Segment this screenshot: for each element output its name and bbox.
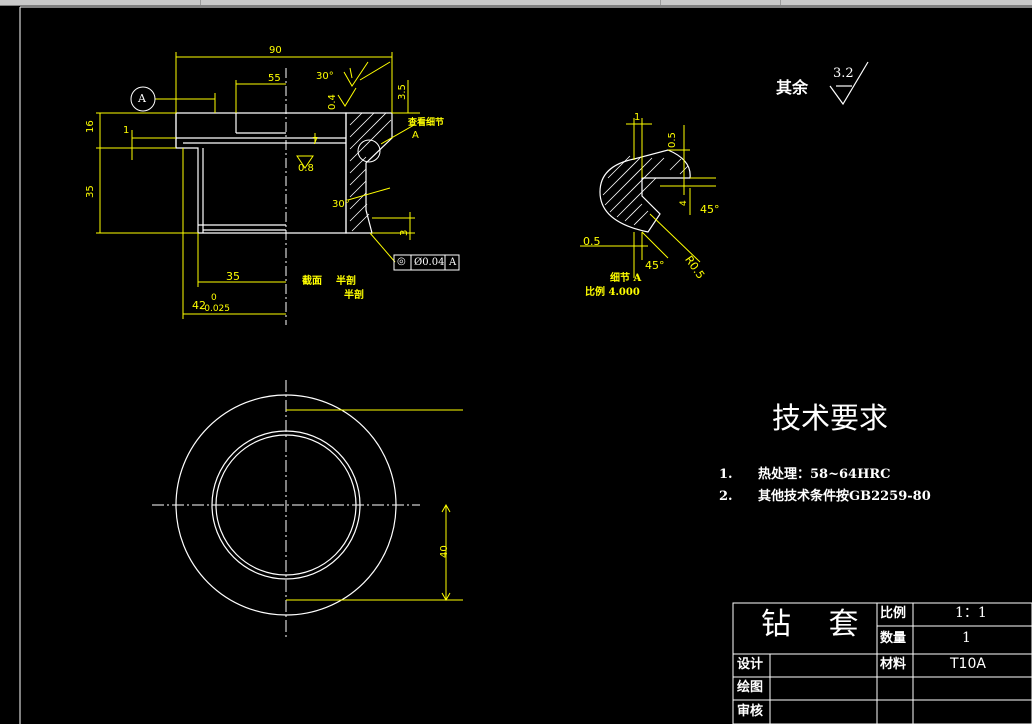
title-bar-segment — [0, 0, 201, 5]
title-drawing-label: 绘图 — [737, 680, 764, 695]
dim-bottom-gap: 3 — [399, 229, 410, 236]
note-half-section-2: 半剖 — [344, 290, 364, 301]
detail-label: 细节 A — [610, 273, 642, 284]
dim-inner-length: 35 — [226, 270, 240, 283]
title-qty-label: 数量 — [880, 631, 907, 646]
roughness-mid-value: 0.8 — [298, 163, 314, 174]
detail-scale-label: 比例 4.000 — [585, 287, 640, 298]
note-half-section: 半剖 — [336, 276, 356, 287]
tech-req-item-2-num: 2. — [719, 489, 733, 504]
detail-dim-width-1: 1 — [634, 112, 641, 123]
dim-outer-tol-upper: 0 — [211, 293, 217, 303]
datum-label: A — [138, 92, 146, 105]
tolerance-value: Ø0.04 — [414, 257, 445, 268]
title-material-label: 材料 — [880, 657, 907, 672]
dim-step: 1 — [123, 125, 130, 136]
dim-chamfer-angle-bottom: 30° — [332, 199, 350, 210]
note-section: 截面 — [302, 276, 322, 287]
dim-outer-tol-lower: -0.025 — [201, 304, 231, 314]
dim-right-height: 3.5 — [397, 84, 408, 100]
dim-bore-step: 7 — [312, 136, 319, 147]
dim-head-length: 55 — [268, 73, 281, 84]
title-scale-label: 比例 — [880, 606, 907, 621]
title-bar-segment — [200, 0, 661, 5]
detail-dim-05-top: 0.5 — [667, 132, 678, 148]
title-qty-value: 1 — [962, 630, 971, 646]
dim-chamfer-angle-top: 30° — [316, 71, 334, 82]
title-scale-value: 1：1 — [955, 605, 987, 621]
plan-dim-inner-dia: 40 — [439, 545, 450, 558]
tech-req-item-1-text: 热处理：58~64HRC — [758, 467, 891, 482]
detail-dim-05-left: 0.5 — [583, 235, 601, 248]
dim-overall-length: 90 — [269, 45, 282, 56]
detail-a-view — [580, 118, 716, 278]
title-material-value: T10A — [950, 656, 986, 672]
default-roughness-symbol — [829, 61, 869, 106]
drawing-frame — [19, 6, 1032, 724]
plan-view — [152, 380, 463, 640]
dim-flange-height: 16 — [85, 120, 96, 133]
roughness-default-value: 3.2 — [833, 66, 854, 81]
part-section-view — [96, 52, 460, 325]
roughness-top-value: 0.4 — [327, 94, 338, 110]
title-part-name: 钻 套 — [761, 607, 873, 642]
dim-outer-dia: 42 — [192, 299, 206, 312]
title-bar-segment — [660, 0, 781, 5]
title-design-label: 设计 — [737, 657, 764, 672]
title-block-grid — [732, 602, 1032, 724]
tech-req-item-1-num: 1. — [719, 467, 733, 482]
detail-callout-ref: A — [412, 130, 419, 141]
detail-dim-45-bottom: 45° — [645, 259, 665, 272]
dim-body-height: 35 — [85, 185, 96, 198]
tech-req-title: 技术要求 — [772, 401, 889, 435]
tolerance-symbol: ◎ — [397, 256, 406, 267]
tolerance-datum: A — [449, 257, 457, 268]
detail-callout: 查看细节 — [408, 118, 445, 128]
detail-dim-45-right: 45° — [700, 203, 720, 216]
title-bar — [0, 0, 1032, 6]
detail-dim-4: 4 — [679, 200, 689, 206]
tech-req-item-2-text: 其他技术条件按GB2259-80 — [758, 489, 931, 504]
roughness-default-label: 其余 — [776, 78, 809, 97]
title-review-label: 审核 — [737, 704, 764, 719]
